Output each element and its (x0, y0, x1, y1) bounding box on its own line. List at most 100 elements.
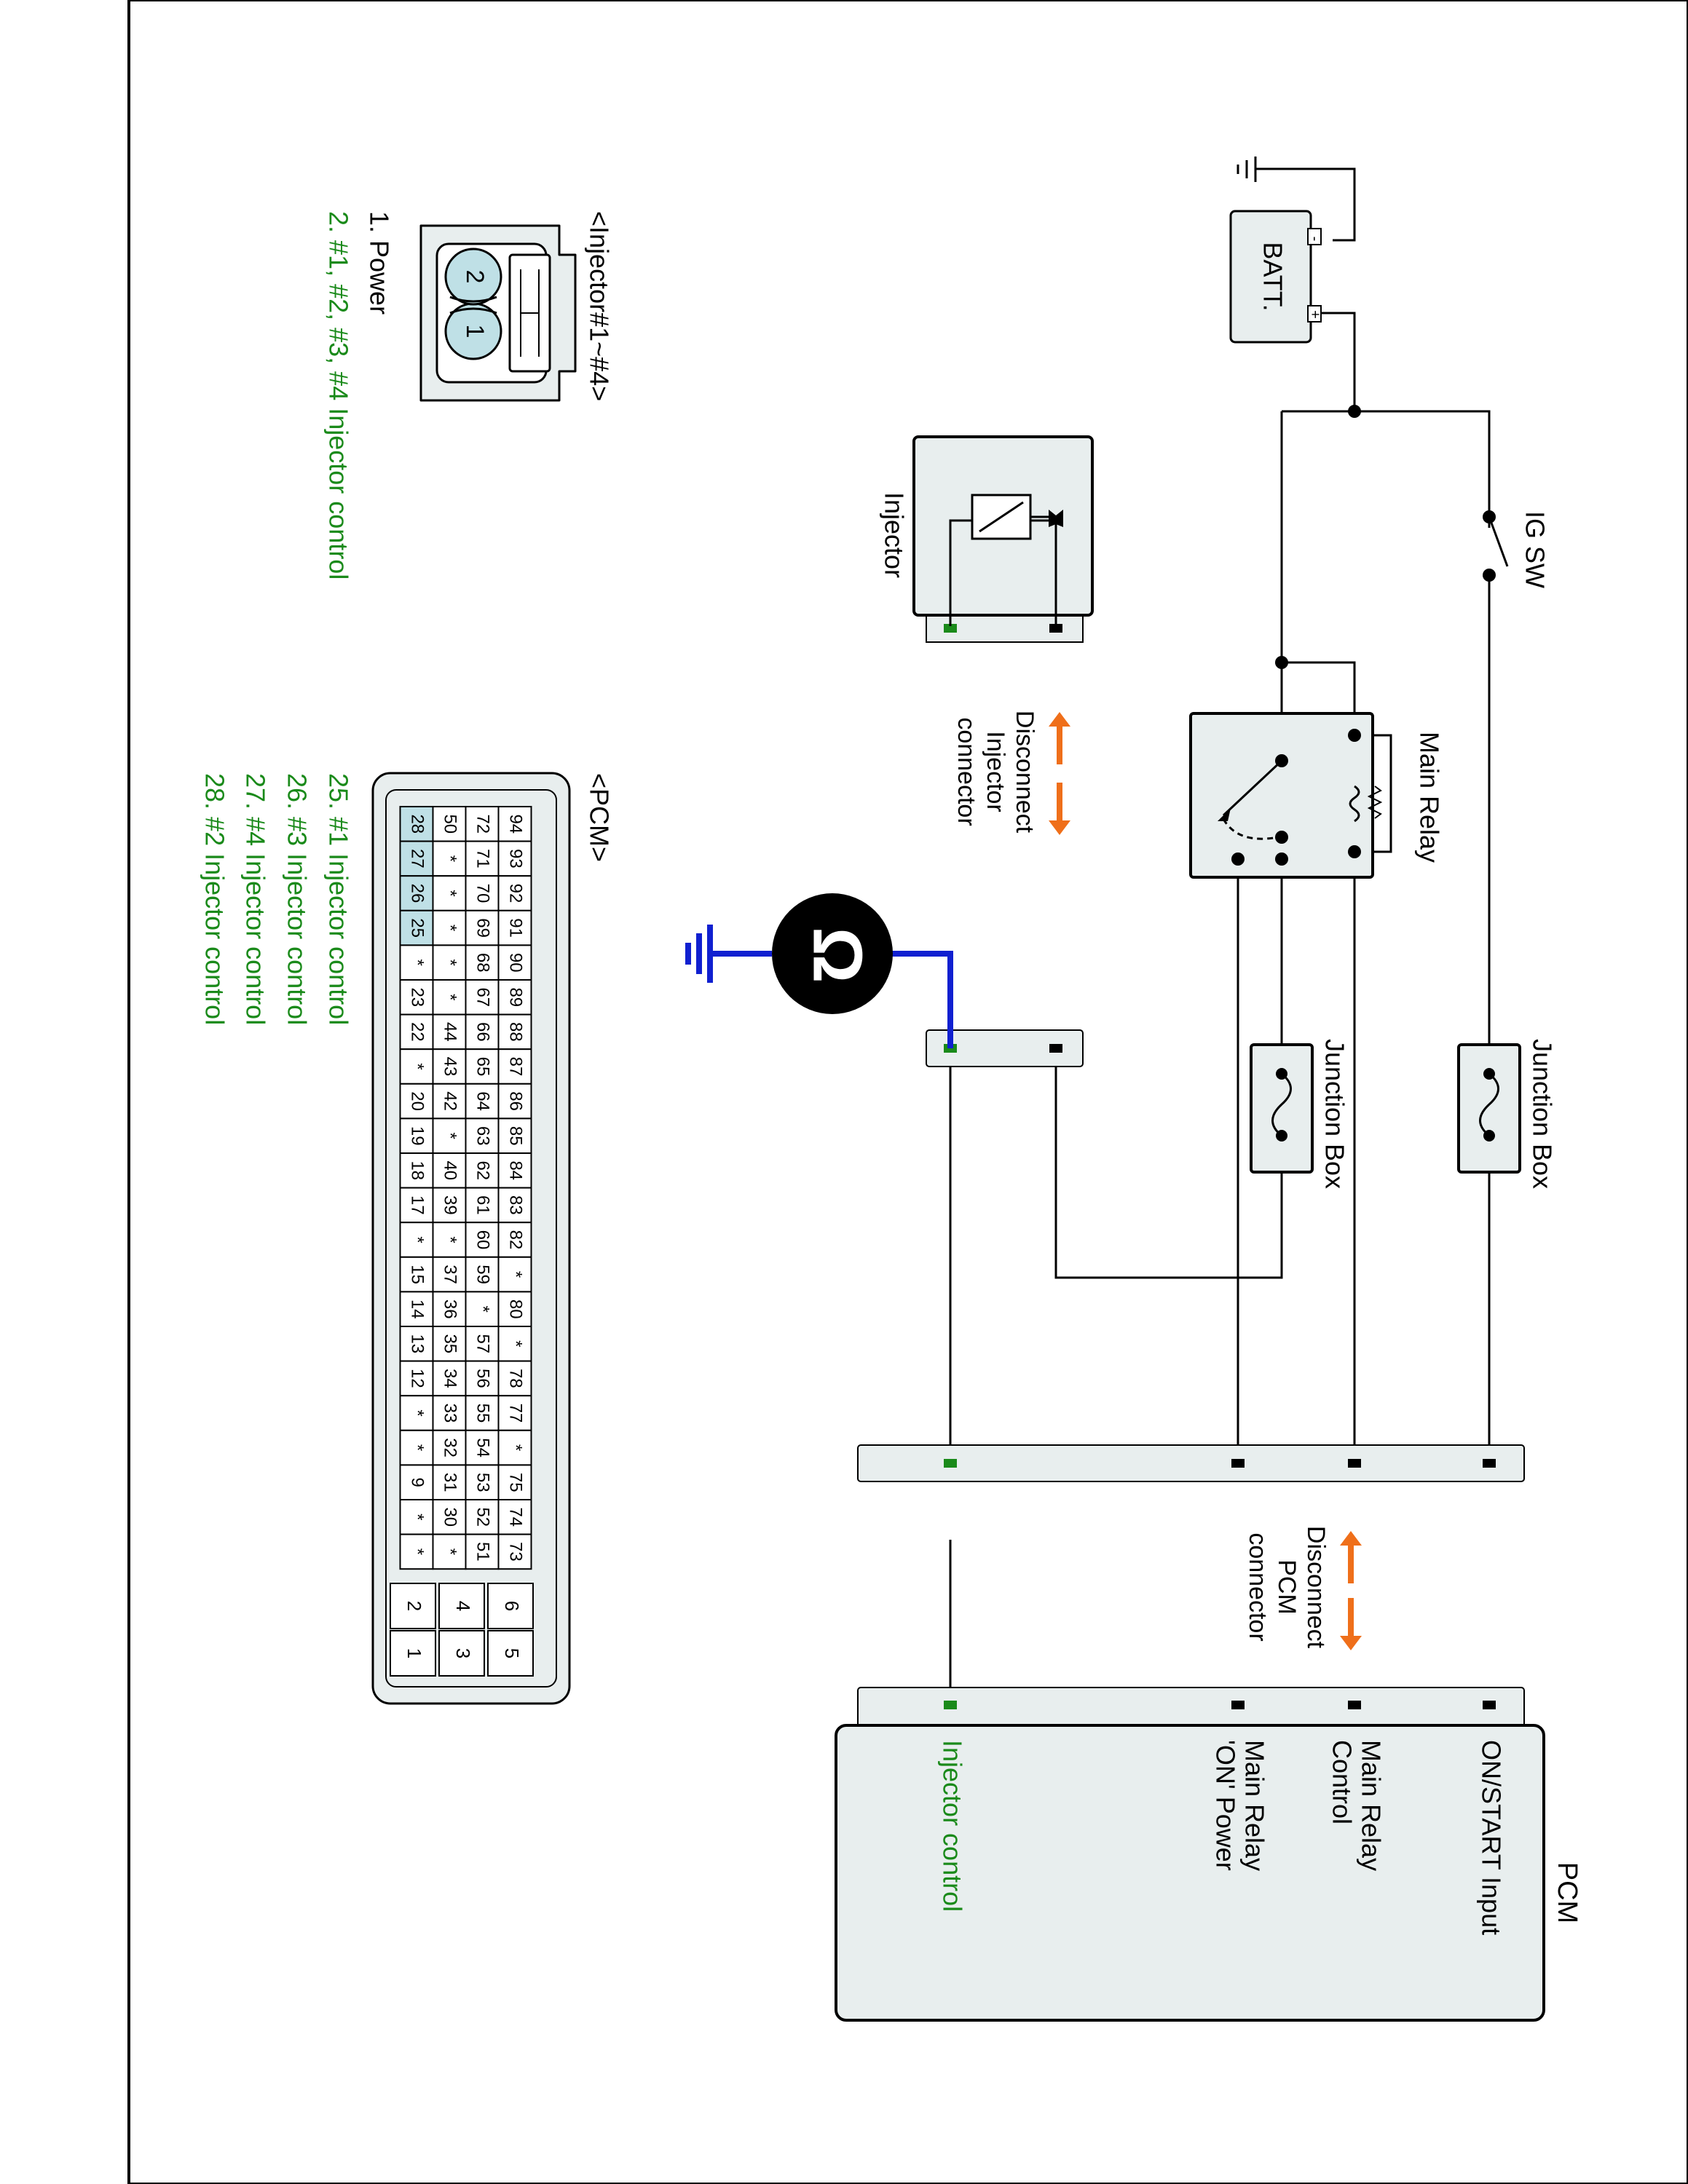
pcm-pin-label: 65 (473, 1057, 493, 1077)
pcm-power-pin-cell (438, 1630, 485, 1677)
pcm-pin-label: 30 (441, 1507, 460, 1527)
pcm-pin-label: * (506, 1340, 526, 1347)
junction-box-1: Junction Box (1457, 1039, 1557, 1189)
pcm-pin-label: 32 (441, 1438, 460, 1457)
pcm-pin-label: 94 (506, 814, 526, 834)
pcm-pin-label: 14 (408, 1299, 427, 1319)
pcm-pin-label: 71 (473, 849, 493, 869)
pcm-harness-connector (857, 1444, 1525, 1482)
pcm-on-start-input: ON/START Input (1476, 1740, 1506, 1935)
main-relay-label: Main Relay (1414, 732, 1444, 863)
pcm-pin-label: 66 (473, 1022, 493, 1042)
pcm-pin-label: 74 (506, 1507, 526, 1527)
pcm-pin-label: 35 (441, 1334, 460, 1353)
injector-legend-2: 2. #1, #2, #3, #4 Injector control (323, 211, 353, 579)
pcm-pin-label: * (441, 994, 460, 1000)
pcm-pin-label: * (408, 1514, 427, 1520)
pcm-pin-label: 70 (473, 884, 493, 903)
ig-switch: IG SW (1483, 510, 1550, 588)
pcm-pin-label: * (441, 1133, 460, 1139)
pcm-pin-label: * (408, 1236, 427, 1243)
pcm-pin-label: 84 (506, 1160, 526, 1180)
disconnect-injector-line3: connector (953, 717, 980, 826)
junction-box-2-label: Junction Box (1320, 1039, 1349, 1189)
pcm-pin-cell (465, 1256, 500, 1293)
pcm-power-pin-label: 5 (501, 1648, 523, 1658)
pcm-note-27: 27. #4 Injector control (240, 773, 270, 1025)
pcm-pin-label: 67 (473, 987, 493, 1007)
pcm-power-pin-label: 6 (501, 1601, 523, 1611)
pcm-pin-label: 42 (441, 1091, 460, 1111)
pcm-pin-cell (399, 1326, 434, 1362)
pcm-pin-cell (399, 1256, 434, 1293)
pcm-power-pin-label: 4 (452, 1601, 474, 1611)
pcm-pin-cell (465, 806, 500, 842)
pcm-pin-label: * (408, 1444, 427, 1451)
pcm-pin-label: 50 (441, 814, 460, 834)
svg-text:-: - (1307, 237, 1323, 242)
pcm-pin-label: 43 (441, 1057, 460, 1077)
pcm-pin-cell (399, 944, 434, 981)
pcm-pin-cell (399, 1222, 434, 1258)
ohmmeter: Ω (685, 893, 953, 1048)
pcm-pin-label: * (408, 960, 427, 966)
disconnect-pcm-arrows (1340, 1531, 1362, 1650)
pcm-pin-cell (432, 840, 467, 877)
pcm-pin-label: 37 (441, 1265, 460, 1284)
pcm-power-pin-cell (390, 1583, 436, 1629)
injector-pin-1: 1 (461, 325, 489, 339)
pcm-pin-label: 89 (506, 987, 526, 1007)
pcm-pin-label: 51 (473, 1542, 493, 1562)
pcm-pin-label: 90 (506, 953, 526, 973)
pcm-power-pin-label: 1 (403, 1648, 425, 1658)
pcm-note-25: 25. #1 Injector control (323, 773, 353, 1025)
pcm-pin-label: * (441, 925, 460, 931)
pcm-pin-cell (465, 979, 500, 1016)
pcm-pin-label: 23 (408, 987, 427, 1007)
pcm-connector-grid: 94939291908988878685848382*80*7877*75747… (390, 806, 534, 1677)
pcm-pin-label: 69 (473, 918, 493, 938)
pcm-pin-label: * (441, 1236, 460, 1243)
pcm-pin-cell (465, 1429, 500, 1466)
pcm-pin-label: 33 (441, 1404, 460, 1423)
pcm-pin-label: * (506, 1444, 526, 1451)
pcm-pin-label: 83 (506, 1195, 526, 1215)
injector-label: Injector (879, 492, 909, 578)
pcm-pin-label: * (441, 855, 460, 862)
pcm-module: PCM ON/START Input Main Relay Control Ma… (835, 1687, 1582, 2022)
pcm-main-relay-control-1: Main Relay (1356, 1740, 1386, 1871)
pcm-pin-label: 40 (441, 1160, 460, 1180)
battery: - + BATT. (1229, 210, 1323, 344)
pcm-pin-cell (497, 1464, 532, 1501)
pcm-pin-label: 86 (506, 1091, 526, 1111)
pcm-pin-cell (432, 1395, 467, 1431)
pcm-pin-label: 20 (408, 1091, 427, 1111)
battery-label: BATT. (1258, 242, 1287, 311)
pcm-pin-label: * (506, 1271, 526, 1278)
ig-switch-label: IG SW (1520, 511, 1550, 588)
injector-pin-2: 2 (461, 270, 489, 284)
pcm-pin-cell (399, 1533, 434, 1570)
pcm-pin-label: 56 (473, 1369, 493, 1388)
pcm-pin-label: * (441, 890, 460, 896)
pcm-pin-label: 93 (506, 849, 526, 869)
pcm-pin-cell (399, 1395, 434, 1431)
pcm-pin-label: * (408, 1548, 427, 1555)
pcm-pin-label: 25 (408, 918, 427, 938)
pcm-pin-label: * (408, 1409, 427, 1416)
pcm-pin-cell (497, 806, 532, 842)
junction-box-1-label: Junction Box (1527, 1039, 1557, 1189)
injector-legend-1: 1. Power (364, 211, 394, 314)
pcm-power-pin-cell (487, 1583, 534, 1629)
pcm-pin-cell (497, 979, 532, 1016)
pcm-pin-cell (497, 1013, 532, 1051)
pcm-pin-label: 26 (408, 884, 427, 903)
disconnect-pcm-line3: connector (1244, 1532, 1271, 1641)
pcm-pin-label: 85 (506, 1126, 526, 1146)
pcm-pin-label: 78 (506, 1369, 526, 1388)
pcm-pin-label: 87 (506, 1057, 526, 1077)
junction-dot (1348, 405, 1361, 418)
meter-ground-icon (685, 925, 713, 983)
pcm-pin-label: 80 (506, 1299, 526, 1319)
pcm-pin-cell (497, 840, 532, 877)
